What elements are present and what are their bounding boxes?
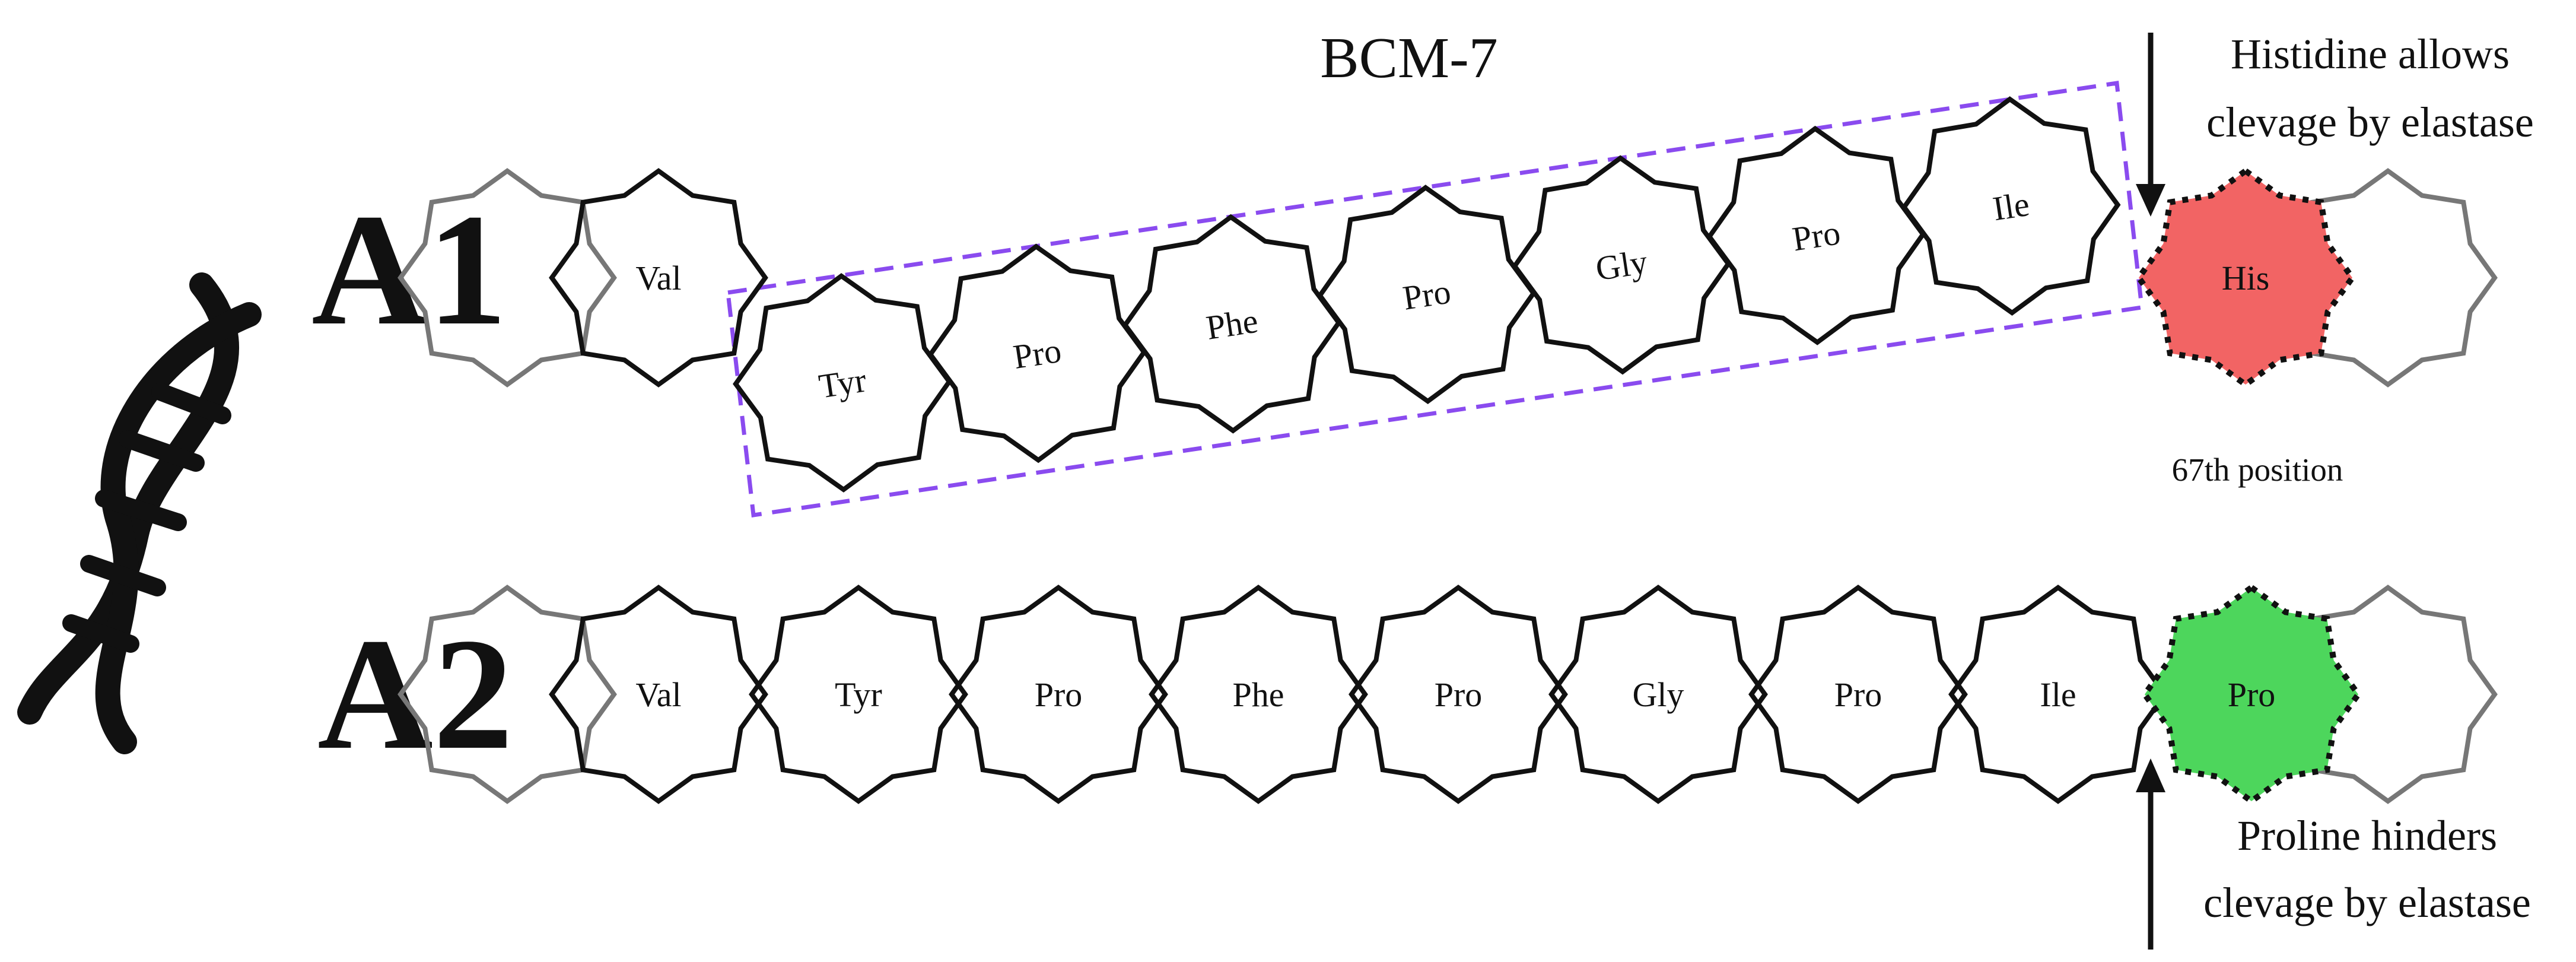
a1-residue-ile bbox=[1901, 96, 2121, 316]
a2-residue-phe bbox=[1149, 585, 1368, 804]
variant-label-a1: A1 bbox=[311, 181, 507, 358]
a2-residue-label: Pro bbox=[1435, 675, 1483, 714]
a2-residue-label: Val bbox=[635, 675, 681, 714]
a1-residue-label: Val bbox=[635, 259, 681, 297]
a2-residue-tyr bbox=[749, 585, 968, 804]
a2-residue-pro bbox=[1748, 585, 1968, 804]
a1-residue-label: Pro bbox=[1790, 213, 1843, 258]
a1-residue-label: Pro bbox=[1011, 331, 1064, 376]
a1-residue-label: Pro bbox=[1400, 272, 1453, 317]
bcm7-title: BCM-7 bbox=[1320, 26, 1498, 90]
a1-note-line-1: Histidine allows bbox=[2231, 30, 2510, 78]
dna-icon bbox=[17, 272, 262, 754]
a1-residue-pro bbox=[1316, 185, 1537, 405]
position-label: 67th position bbox=[2172, 452, 2343, 488]
a2-residue-label: Pro bbox=[1834, 675, 1882, 714]
a2-residue-pro bbox=[949, 585, 1168, 804]
a2-note-line-1: Proline hinders bbox=[2237, 812, 2497, 859]
a2-residue-label: Ile bbox=[2040, 675, 2076, 714]
a1-residue-gly bbox=[1512, 155, 1732, 375]
a1-residue-phe bbox=[1122, 214, 1342, 434]
a2-note-line-2: clevage by elastase bbox=[2203, 879, 2531, 926]
a2-residue-gly bbox=[1548, 585, 1768, 804]
a2-residue-val bbox=[549, 585, 768, 804]
a1-note-line-2: clevage by elastase bbox=[2206, 99, 2534, 146]
a2-residue-label: Phe bbox=[1233, 675, 1284, 714]
a1-residue-label: Tyr bbox=[816, 360, 869, 405]
a2-residue-ile bbox=[1948, 585, 2168, 804]
arrow-up-icon bbox=[2136, 758, 2165, 950]
a2-residue-label: Pro bbox=[1035, 675, 1083, 714]
a1-residue-val bbox=[549, 168, 768, 388]
a2-residue-label: Gly bbox=[1633, 675, 1684, 714]
a1-highlight-label: His bbox=[2222, 259, 2270, 297]
a2-residue-pro-highlight bbox=[2141, 583, 2362, 805]
arrow-down-icon bbox=[2136, 33, 2165, 217]
variant-label-a2: A2 bbox=[317, 605, 513, 783]
a1-residue-label: Gly bbox=[1593, 242, 1650, 288]
a1-residue-label: Ile bbox=[1990, 185, 2032, 228]
a1-residue-his bbox=[2135, 167, 2356, 389]
a1-residue-tyr bbox=[733, 273, 952, 493]
a1-residue-label: Phe bbox=[1204, 301, 1261, 347]
a1-faded-residue-left bbox=[397, 168, 617, 388]
a1-residue-pro bbox=[927, 243, 1147, 463]
a2-residue-label: Tyr bbox=[835, 675, 882, 714]
a2-residue-pro bbox=[1349, 585, 1568, 804]
a2-highlight-label: Pro bbox=[2228, 675, 2276, 714]
a2-faded-residue-left bbox=[397, 585, 617, 804]
chain-a2: Val Tyr Pro Phe Pro Gly Pro Ile Pro bbox=[397, 583, 2498, 805]
bcm7-highlight-box bbox=[726, 80, 2144, 517]
a1-residue-pro bbox=[1706, 125, 1926, 345]
